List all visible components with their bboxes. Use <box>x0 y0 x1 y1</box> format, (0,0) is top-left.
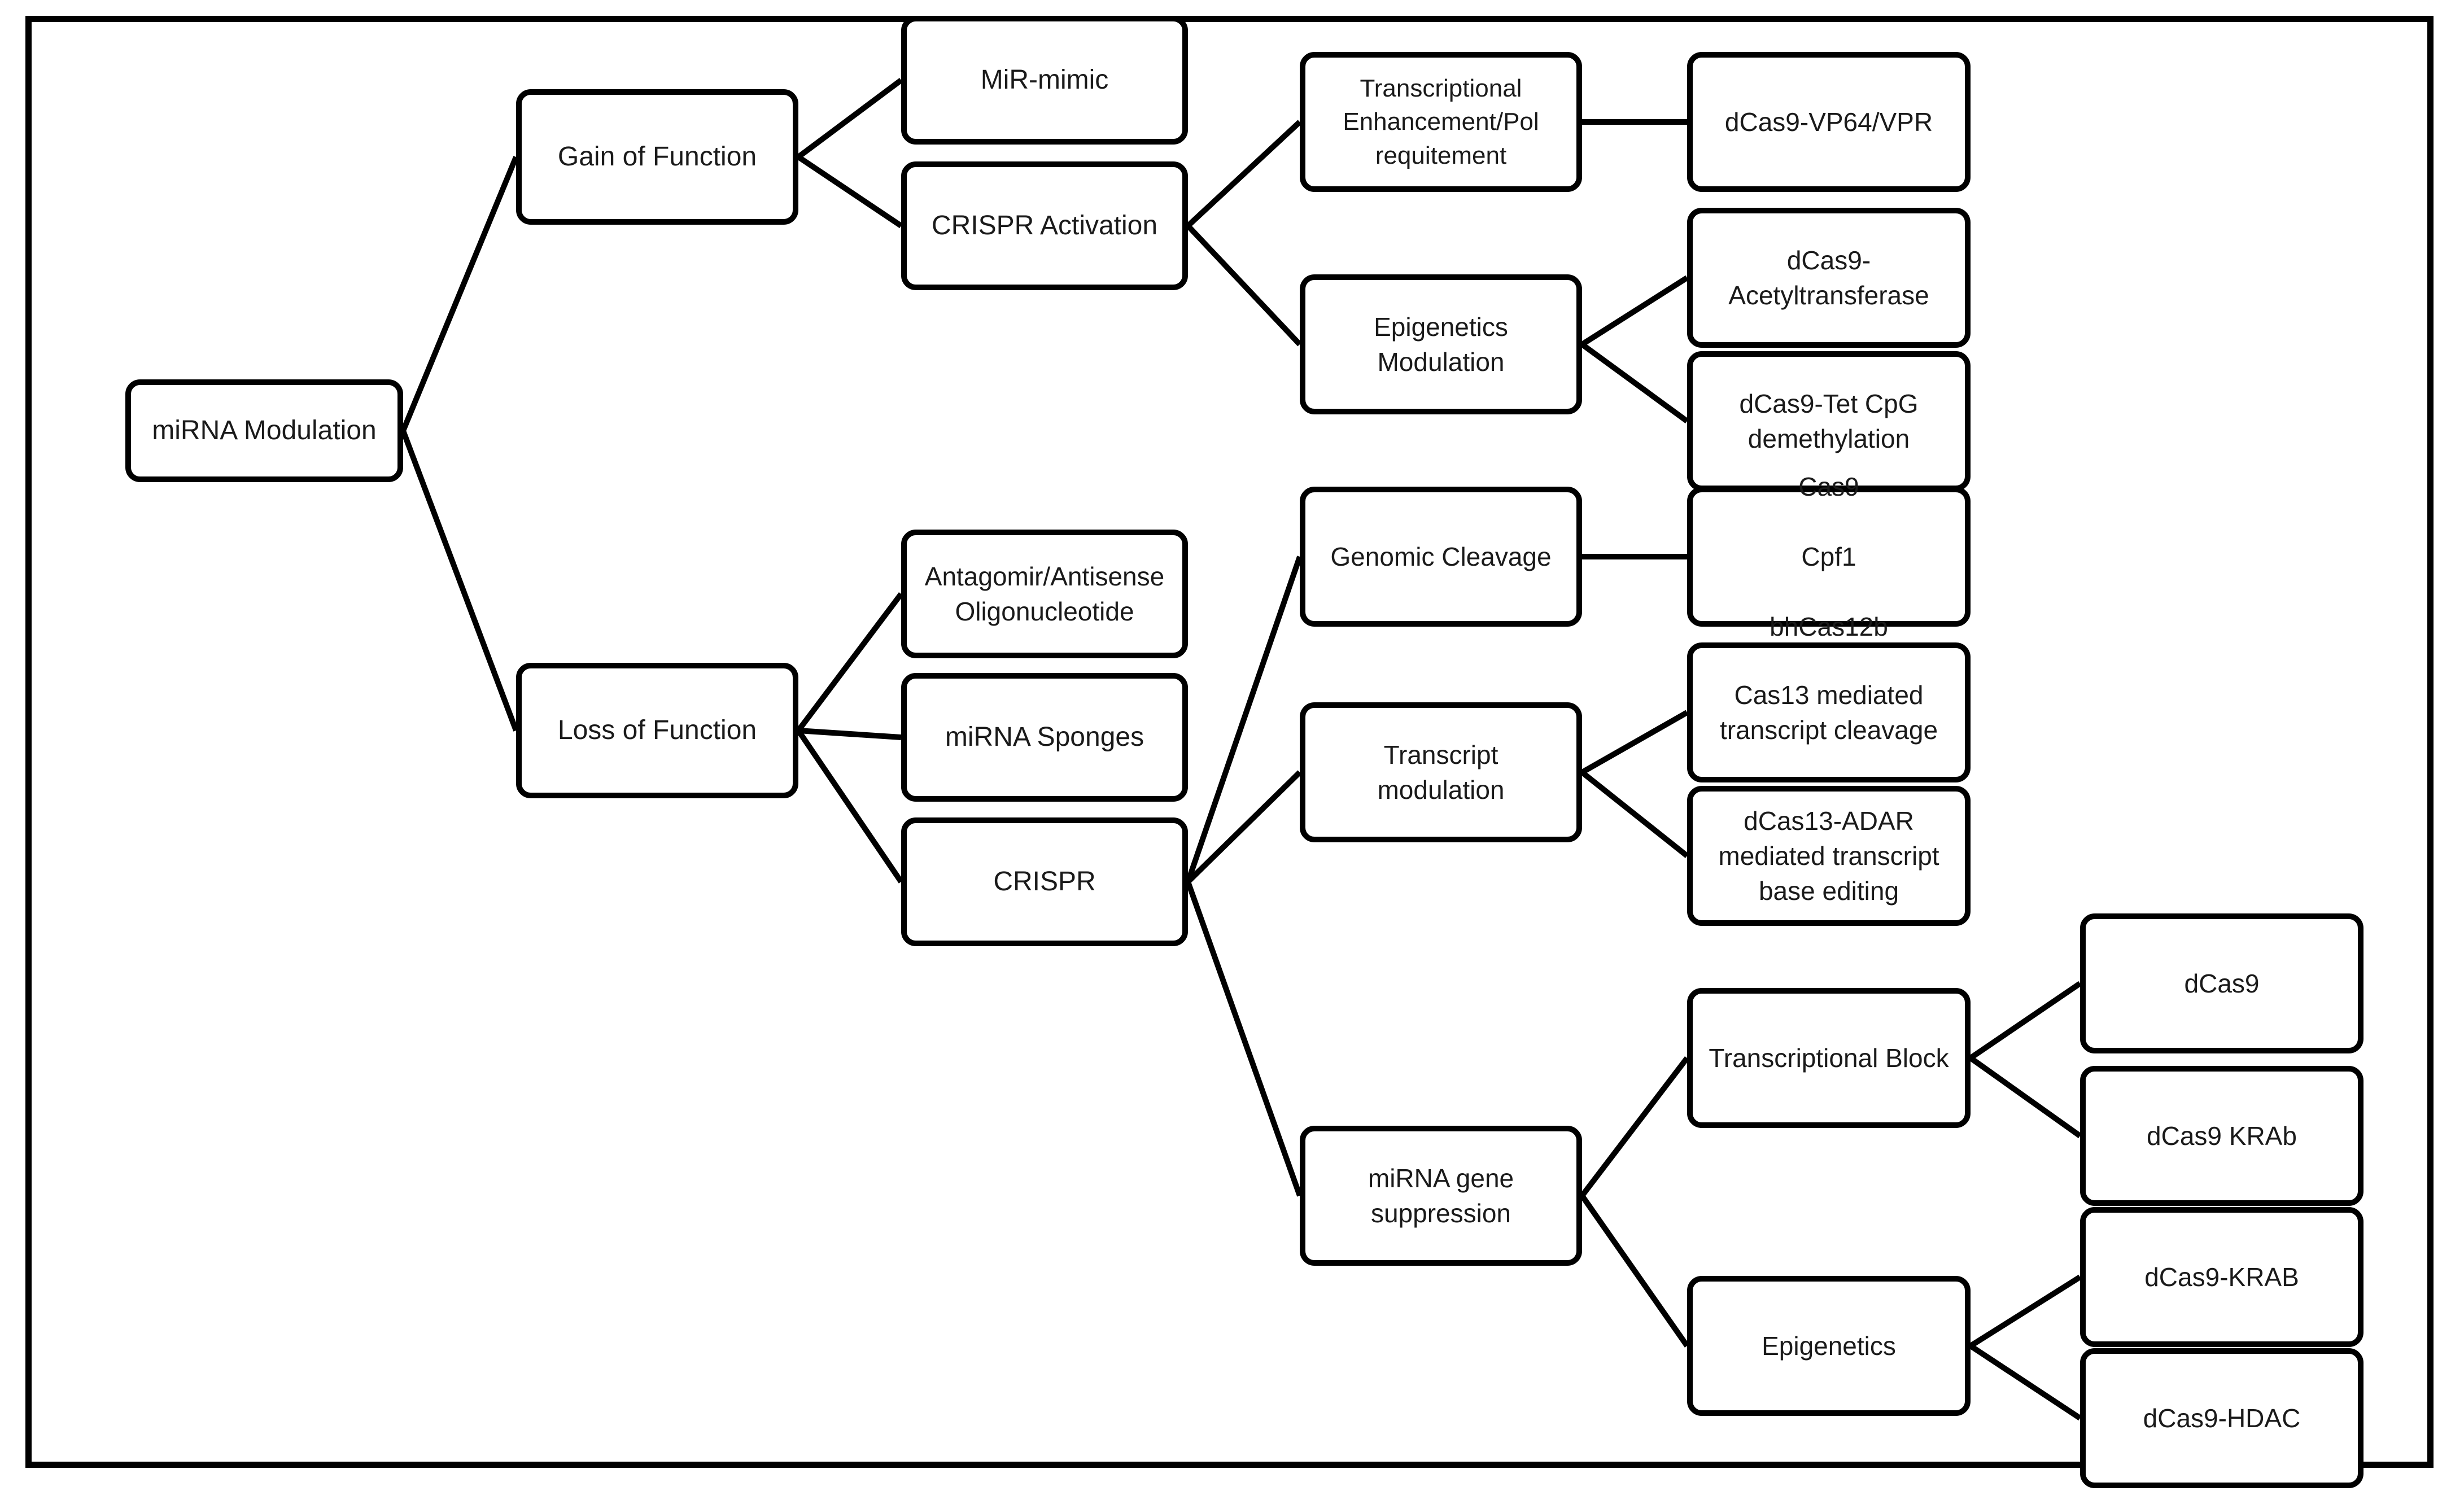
node-dcas9_acetyltransferase: dCas9- Acetyltransferase <box>1687 208 1971 348</box>
node-dcas9_hdac: dCas9-HDAC <box>2080 1348 2363 1488</box>
node-label: dCas9-VP64/VPR <box>1724 107 1933 137</box>
node-label: dCas9-Tet CpG demethylation <box>1739 388 1919 453</box>
node-label: dCas13-ADAR mediated transcript base edi… <box>1718 806 1939 906</box>
node-mirna_modulation: miRNA Modulation <box>125 379 403 482</box>
node-mir_mimic: MiR-mimic <box>901 16 1188 145</box>
node-label: Gain of Function <box>557 141 757 172</box>
node-label: CRISPR Activation <box>931 210 1158 241</box>
node-label: dCas9-HDAC <box>2143 1403 2301 1433</box>
node-label: Cas9 Cpf1 bhCas12b <box>1770 471 1888 642</box>
node-label: Epigenetics Modulation <box>1374 312 1508 377</box>
node-transcriptional_block: Transcriptional Block <box>1687 988 1971 1128</box>
node-label: Antagomir/Antisense Oligonucleotide <box>924 561 1165 626</box>
node-epigenetics: Epigenetics <box>1687 1276 1971 1416</box>
node-label: Loss of Function <box>557 715 757 745</box>
node-dcas9_vp64_vpr: dCas9-VP64/VPR <box>1687 52 1971 192</box>
node-transcript_modulation: Transcript modulation <box>1300 702 1582 842</box>
node-dcas9: dCas9 <box>2080 913 2363 1053</box>
node-epigenetics_modulation: Epigenetics Modulation <box>1300 274 1582 414</box>
node-label: Transcriptional Enhancement/Pol requitem… <box>1343 74 1539 169</box>
node-gain_of_function: Gain of Function <box>516 89 798 225</box>
node-antagomir_aso: Antagomir/Antisense Oligonucleotide <box>901 530 1188 658</box>
node-label: Cas13 mediated transcript cleavage <box>1719 680 1938 745</box>
node-genomic_cleavage: Genomic Cleavage <box>1300 487 1582 627</box>
node-label: Epigenetics <box>1762 1331 1896 1361</box>
node-label: dCas9- Acetyltransferase <box>1728 245 1929 310</box>
node-mirna_gene_suppression: miRNA gene suppression <box>1300 1126 1582 1266</box>
node-label: Transcriptional Block <box>1709 1043 1949 1073</box>
node-mirna_sponges: miRNA Sponges <box>901 673 1188 802</box>
node-dcas9_krab_b: dCas9 KRAb <box>2080 1066 2363 1206</box>
node-crispr: CRISPR <box>901 817 1188 946</box>
node-cas9_cpf1_bhcas12b: Cas9 Cpf1 bhCas12b <box>1687 472 1971 641</box>
node-label: CRISPR <box>993 866 1096 897</box>
node-label: miRNA Sponges <box>945 722 1144 752</box>
node-transcriptional_enh: Transcriptional Enhancement/Pol requitem… <box>1300 52 1582 192</box>
node-label: dCas9-KRAB <box>2144 1262 2299 1292</box>
node-label: miRNA gene suppression <box>1368 1163 1514 1228</box>
node-dcas9_krab: dCas9-KRAB <box>2080 1207 2363 1347</box>
node-dcas13_adar: dCas13-ADAR mediated transcript base edi… <box>1687 786 1971 926</box>
node-label: dCas9 KRAb <box>2147 1121 2297 1151</box>
node-label: Genomic Cleavage <box>1330 541 1552 571</box>
node-label: MiR-mimic <box>980 64 1109 95</box>
node-label: dCas9 <box>2184 968 2260 998</box>
diagram-outer-border <box>25 16 2434 1468</box>
node-crispr_activation: CRISPR Activation <box>901 161 1188 290</box>
node-cas13_cleavage: Cas13 mediated transcript cleavage <box>1687 642 1971 782</box>
node-loss_of_function: Loss of Function <box>516 663 798 798</box>
node-label: miRNA Modulation <box>152 415 377 445</box>
node-label: Transcript modulation <box>1377 740 1505 804</box>
